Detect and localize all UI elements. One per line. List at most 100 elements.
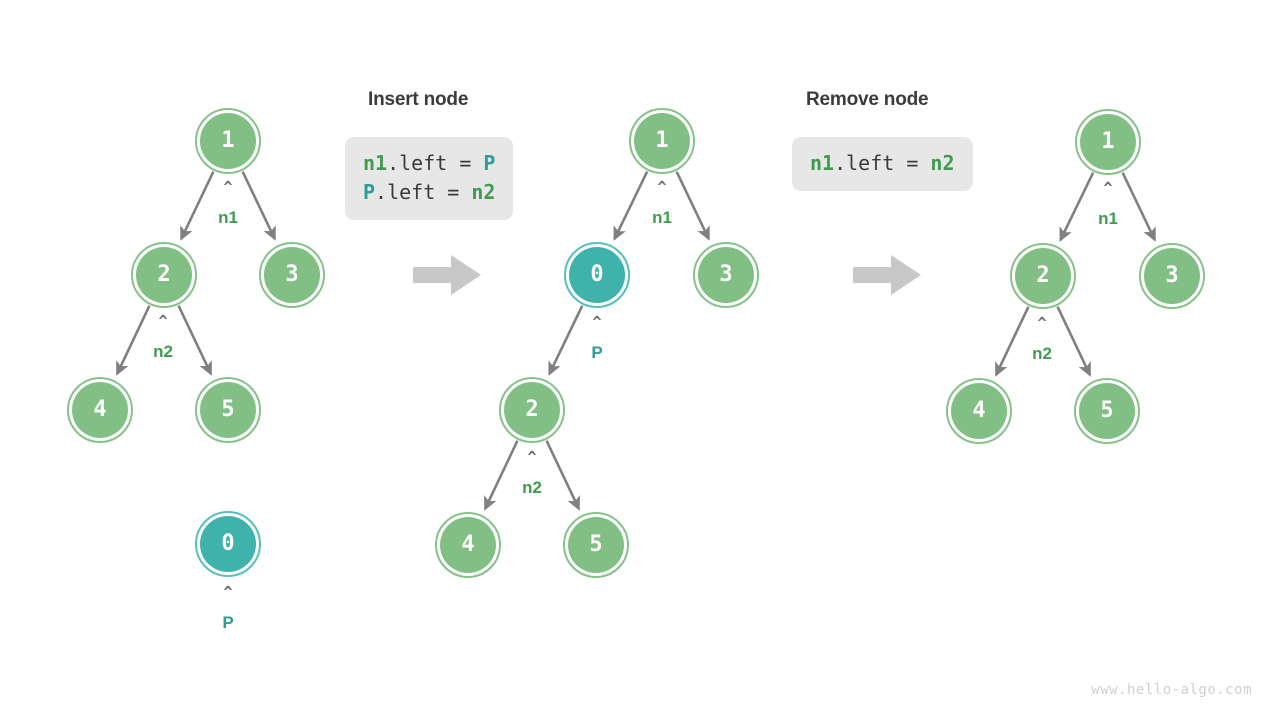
node-value: 4 (461, 532, 475, 557)
label-p: P (591, 343, 603, 362)
node-disc (1144, 248, 1200, 304)
tree-edge (1056, 306, 1092, 377)
node-value: 1 (221, 128, 235, 153)
tree-node-3: 3 (259, 242, 325, 308)
node-disc (200, 113, 256, 169)
flow-arrow-1 (413, 255, 481, 295)
node-disc (264, 247, 320, 303)
panel-heading-remove: Remove node (806, 89, 929, 110)
tree-edge (548, 305, 584, 376)
tree-edge (545, 440, 581, 511)
label-n1: n1 (218, 208, 238, 227)
node-disc (200, 382, 256, 438)
tree-edge (241, 171, 276, 241)
node-value: 2 (157, 262, 171, 287)
node-ring (435, 512, 501, 578)
label-n2: n2 (1032, 344, 1052, 363)
node-value: 3 (719, 262, 733, 287)
node-ring (693, 242, 759, 308)
node-ring (563, 512, 629, 578)
tree-edge (483, 440, 519, 511)
node-value: 4 (972, 398, 986, 423)
node-value: 0 (221, 531, 235, 556)
node-value: 3 (285, 262, 299, 287)
tree-node-1: 1 (629, 108, 695, 174)
node-disc (1015, 248, 1071, 304)
pointer-caret-icon: ^ (158, 312, 168, 330)
node-ring (1074, 378, 1140, 444)
code-box-remove: n1.left = n2 (792, 137, 973, 191)
tree-node-2: 2 (131, 242, 197, 308)
node-value: 2 (1036, 263, 1050, 288)
tree-edge (675, 171, 710, 241)
pointer-caret-icon: ^ (1037, 314, 1047, 332)
code-line: n1.left = P (363, 149, 495, 178)
node-disc (136, 247, 192, 303)
tree-node-5: 5 (563, 512, 629, 578)
tree-node-0: 0 (195, 511, 261, 577)
tree-node-2: 2 (1010, 243, 1076, 309)
node-value: 3 (1165, 263, 1179, 288)
tree-edge (613, 171, 649, 241)
node-disc (72, 382, 128, 438)
node-disc (568, 517, 624, 573)
tree-node-4: 4 (435, 512, 501, 578)
node-ring (1139, 243, 1205, 309)
tree-node-4: 4 (946, 378, 1012, 444)
tree-node-5: 5 (195, 377, 261, 443)
node-value: 1 (1101, 129, 1115, 154)
pointer-caret-icon: ^ (223, 178, 233, 196)
node-ring (195, 511, 261, 577)
tree-edge (994, 306, 1030, 377)
node-ring (1010, 243, 1076, 309)
node-ring (131, 242, 197, 308)
node-ring (499, 377, 565, 443)
code-token: P (483, 151, 496, 175)
pointer-caret-icon: ^ (592, 313, 602, 331)
pointer-caret-icon: ^ (1103, 179, 1113, 197)
node-ring (629, 108, 695, 174)
tree-node-3: 3 (693, 242, 759, 308)
code-token: n1 (363, 151, 388, 175)
tree-edge (115, 305, 151, 376)
node-disc (1080, 114, 1136, 170)
tree-node-0: 0 (564, 242, 630, 308)
code-token: P (363, 180, 376, 204)
node-disc (951, 383, 1007, 439)
code-token: .left = (375, 180, 472, 204)
node-ring (564, 242, 630, 308)
code-token: .left = (834, 151, 931, 175)
watermark: www.hello-algo.com (1091, 682, 1252, 698)
code-token: n2 (930, 151, 955, 175)
node-ring (1075, 109, 1141, 175)
tree-node-1: 1 (195, 108, 261, 174)
node-disc (200, 516, 256, 572)
tree-node-1: 1 (1075, 109, 1141, 175)
tree-edge (177, 305, 213, 376)
label-n1: n1 (652, 208, 672, 227)
tree-edge (1121, 172, 1156, 242)
node-ring (67, 377, 133, 443)
code-token: .left = (387, 151, 484, 175)
node-ring (195, 108, 261, 174)
node-disc (504, 382, 560, 438)
node-value: 5 (221, 397, 235, 422)
node-value: 4 (93, 397, 107, 422)
node-value: 1 (655, 128, 669, 153)
node-value: 5 (589, 532, 603, 557)
node-ring (946, 378, 1012, 444)
code-token: n1 (810, 151, 835, 175)
pointer-caret-icon: ^ (657, 178, 667, 196)
node-value: 2 (525, 397, 539, 422)
code-line: P.left = n2 (363, 178, 495, 207)
node-value: 5 (1100, 398, 1114, 423)
node-disc (1079, 383, 1135, 439)
code-token: n2 (471, 180, 496, 204)
node-disc (440, 517, 496, 573)
flow-arrow-2 (853, 255, 921, 295)
tree-edge (1059, 172, 1095, 242)
label-n2: n2 (153, 342, 173, 361)
